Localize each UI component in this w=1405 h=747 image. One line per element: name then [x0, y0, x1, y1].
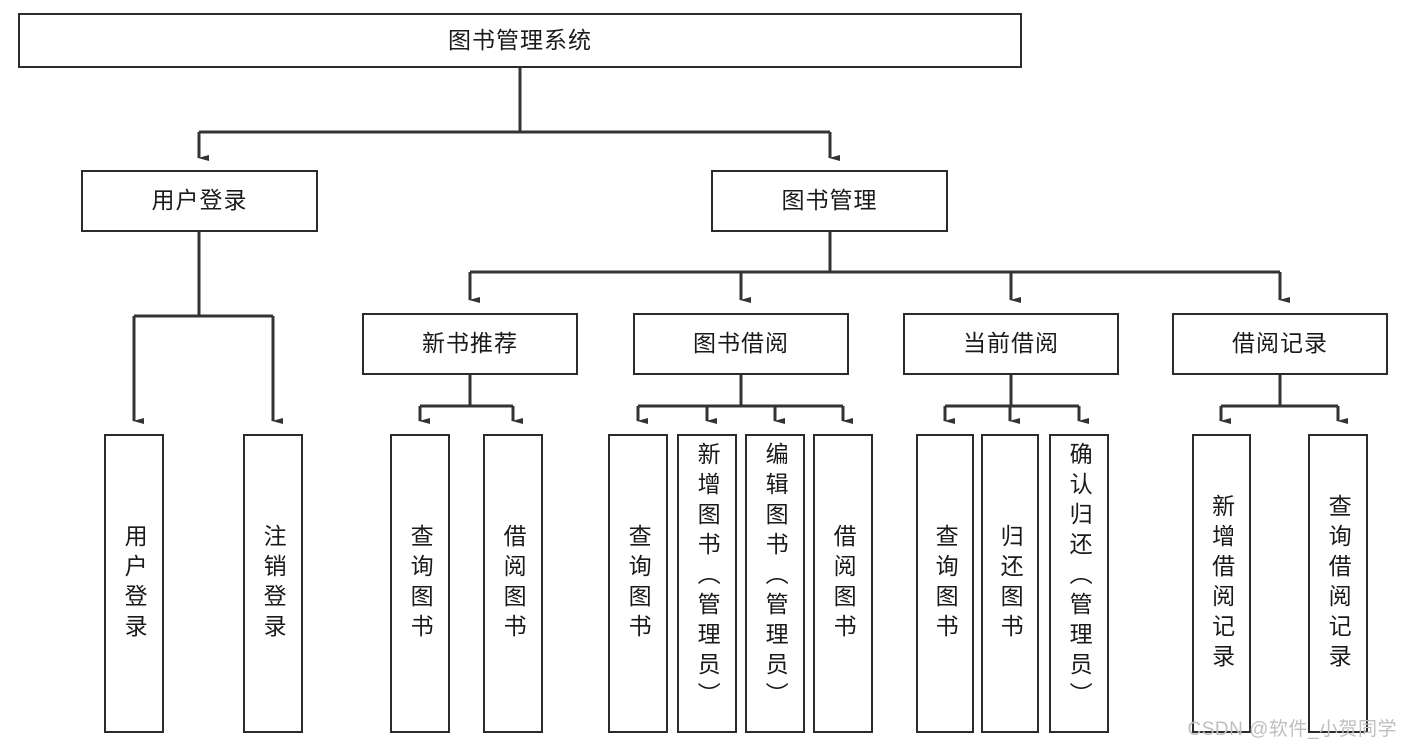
node-root-system[interactable]: 图书管理系统 [18, 13, 1022, 68]
node-leaf-query-book-rec[interactable]: 查询图书 [390, 434, 450, 733]
node-current-borrow[interactable]: 当前借阅 [903, 313, 1119, 375]
node-leaf-query-book-current-label: 查询图书 [932, 523, 959, 644]
leaf-text-wrap: 注销登录 [245, 440, 301, 727]
node-leaf-add-book-admin-label: 新增图书（管理员） [694, 441, 721, 712]
node-leaf-user-login[interactable]: 用户登录 [104, 434, 164, 733]
node-leaf-borrow-book-label: 借阅图书 [830, 523, 857, 644]
leaf-text-wrap: 查询图书 [392, 440, 448, 727]
leaf-text-wrap: 新增借阅记录 [1194, 440, 1249, 727]
node-user-login[interactable]: 用户登录 [81, 170, 318, 232]
node-current-borrow-label: 当前借阅 [963, 330, 1059, 357]
node-book-borrow[interactable]: 图书借阅 [633, 313, 849, 375]
node-leaf-add-book-admin[interactable]: 新增图书（管理员） [677, 434, 737, 733]
node-leaf-logout[interactable]: 注销登录 [243, 434, 303, 733]
node-leaf-edit-book-admin[interactable]: 编辑图书（管理员） [745, 434, 805, 733]
node-leaf-edit-book-admin-label: 编辑图书（管理员） [762, 441, 789, 712]
leaf-text-wrap: 归还图书 [983, 440, 1037, 727]
node-user-login-label: 用户登录 [151, 187, 248, 214]
node-leaf-confirm-return-admin-label: 确认归还（管理员） [1066, 441, 1093, 712]
csdn-watermark: CSDN @软件_小贺同学 [1187, 719, 1397, 740]
leaf-text-wrap: 查询借阅记录 [1310, 440, 1366, 727]
node-leaf-borrow-book-rec-label: 借阅图书 [500, 523, 527, 644]
node-leaf-logout-label: 注销登录 [260, 523, 287, 644]
node-leaf-query-book-borrow[interactable]: 查询图书 [608, 434, 668, 733]
node-new-book-recommend[interactable]: 新书推荐 [362, 313, 578, 375]
node-leaf-add-borrow-record[interactable]: 新增借阅记录 [1192, 434, 1251, 733]
node-leaf-query-book-current[interactable]: 查询图书 [916, 434, 974, 733]
leaf-text-wrap: 编辑图书（管理员） [747, 439, 803, 729]
node-leaf-query-book-borrow-label: 查询图书 [625, 523, 652, 644]
node-book-borrow-label: 图书借阅 [693, 330, 789, 357]
node-leaf-borrow-book-rec[interactable]: 借阅图书 [483, 434, 543, 733]
node-leaf-query-book-rec-label: 查询图书 [407, 523, 434, 644]
node-book-management[interactable]: 图书管理 [711, 170, 948, 232]
node-book-management-label: 图书管理 [781, 187, 878, 214]
leaf-text-wrap: 查询图书 [610, 440, 666, 727]
leaf-text-wrap: 新增图书（管理员） [679, 439, 735, 729]
node-leaf-borrow-book[interactable]: 借阅图书 [813, 434, 873, 733]
leaf-text-wrap: 查询图书 [918, 440, 972, 727]
node-borrow-records-label: 借阅记录 [1232, 330, 1328, 357]
leaf-text-wrap: 确认归还（管理员） [1051, 439, 1107, 729]
node-borrow-records[interactable]: 借阅记录 [1172, 313, 1388, 375]
node-new-book-recommend-label: 新书推荐 [422, 330, 518, 357]
node-root-label: 图书管理系统 [448, 26, 592, 53]
leaf-text-wrap: 借阅图书 [485, 440, 541, 727]
node-leaf-return-book[interactable]: 归还图书 [981, 434, 1039, 733]
node-leaf-confirm-return-admin[interactable]: 确认归还（管理员） [1049, 434, 1109, 733]
node-leaf-add-borrow-record-label: 新增借阅记录 [1208, 493, 1235, 674]
leaf-text-wrap: 用户登录 [106, 440, 162, 727]
node-leaf-user-login-label: 用户登录 [121, 523, 148, 644]
node-leaf-return-book-label: 归还图书 [997, 523, 1024, 644]
node-leaf-query-borrow-record[interactable]: 查询借阅记录 [1308, 434, 1368, 733]
leaf-text-wrap: 借阅图书 [815, 440, 871, 727]
node-leaf-query-borrow-record-label: 查询借阅记录 [1325, 493, 1352, 674]
